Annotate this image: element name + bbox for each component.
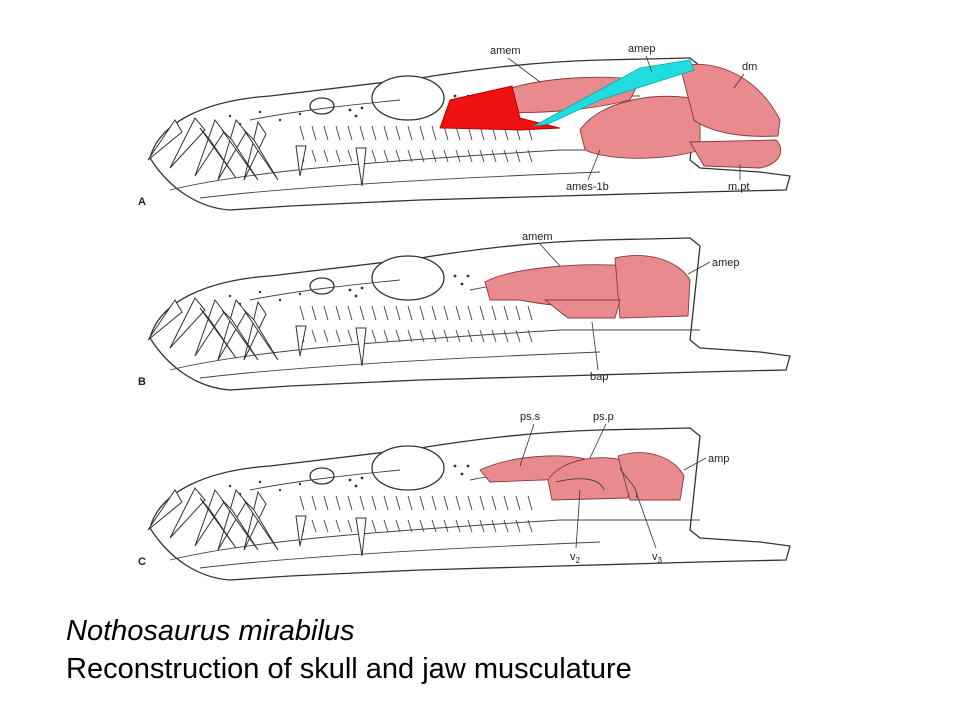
amep-muscle-b <box>614 255 691 319</box>
panel-c: ps.s ps.p amp v2 v3 C <box>138 411 791 581</box>
label-v2: v2 <box>570 551 581 565</box>
label-ps-s: ps.s <box>520 411 541 423</box>
label-ames-1b: ames-1b <box>566 181 609 193</box>
species-name: Nothosaurus mirabilus <box>66 615 355 647</box>
panel-letter-b: B <box>138 376 146 388</box>
amem-bright-muscle <box>439 85 561 131</box>
dm-muscle <box>679 63 781 137</box>
label-mpt: m.pt <box>728 181 749 193</box>
figure-caption: Nothosaurus mirabilus Reconstruction of … <box>66 612 946 688</box>
panel-letter-c: C <box>138 556 146 568</box>
panel-letter-a: A <box>138 196 146 208</box>
panel-a: amem amep dm ames-1b m.pt A <box>138 43 791 211</box>
label-ps-p: ps.p <box>593 411 614 423</box>
label-bap: bap <box>590 371 608 383</box>
label-amp: amp <box>708 453 729 465</box>
panel-b: amem amep bap B <box>138 231 791 391</box>
skull-figure: amem amep dm ames-1b m.pt A amem amep ba… <box>138 43 791 581</box>
label-amep: amep <box>628 43 656 55</box>
label-amep-b: amep <box>712 257 740 269</box>
ames-1b-muscle <box>579 95 701 159</box>
bap-muscle <box>543 299 621 319</box>
mpt-muscle <box>689 139 782 169</box>
label-v3: v3 <box>652 551 663 565</box>
figure-subtitle: Reconstruction of skull and jaw musculat… <box>66 653 632 685</box>
label-amem-b: amem <box>522 231 553 243</box>
label-amem: amem <box>490 45 521 57</box>
label-dm: dm <box>742 61 757 73</box>
amep-tendon <box>533 59 695 127</box>
